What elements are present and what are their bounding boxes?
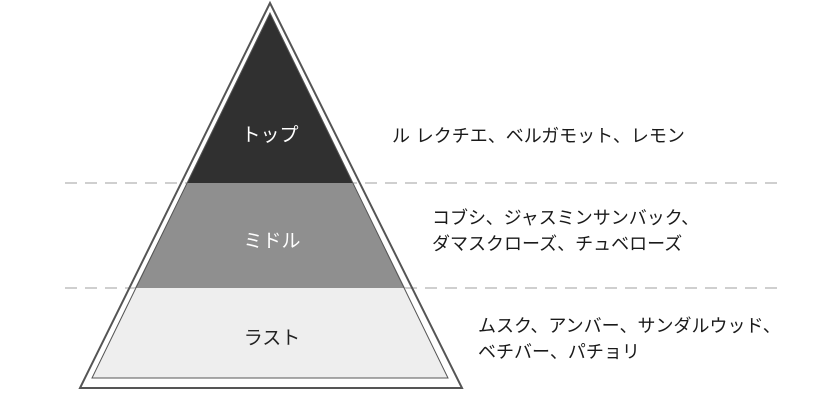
- tier-middle-notes: コブシ、ジャスミンサンバック、 ダマスクローズ、チュベローズ: [432, 206, 699, 258]
- tier-top-shape: [187, 13, 353, 183]
- pyramid-outline: [78, 0, 464, 389]
- tier-top-label: トップ: [241, 124, 298, 146]
- tier-last-notes-line-1: ムスク、アンバー、サンダルウッド、: [478, 316, 781, 337]
- tier-middle-notes-line-2: ダマスクローズ、チュベローズ: [432, 234, 683, 255]
- tier-top-notes: ル レクチエ、ベルガモット、レモン: [392, 124, 685, 150]
- tier-last-notes: ムスク、アンバー、サンダルウッド、 ベチバー、パチョリ: [478, 314, 781, 366]
- tier-middle-shape: [135, 183, 405, 288]
- tier-last-notes-line-2: ベチバー、パチョリ: [478, 342, 640, 363]
- pyramid-inner-outline: [91, 11, 449, 379]
- tier-last-shape: [92, 288, 448, 378]
- tier-top-notes-line: ル レクチエ、ベルガモット、レモン: [392, 126, 685, 147]
- tier-middle-notes-line-1: コブシ、ジャスミンサンバック、: [432, 208, 700, 229]
- tier-middle-label: ミドル: [243, 230, 300, 252]
- tier-last-label: ラスト: [244, 327, 301, 349]
